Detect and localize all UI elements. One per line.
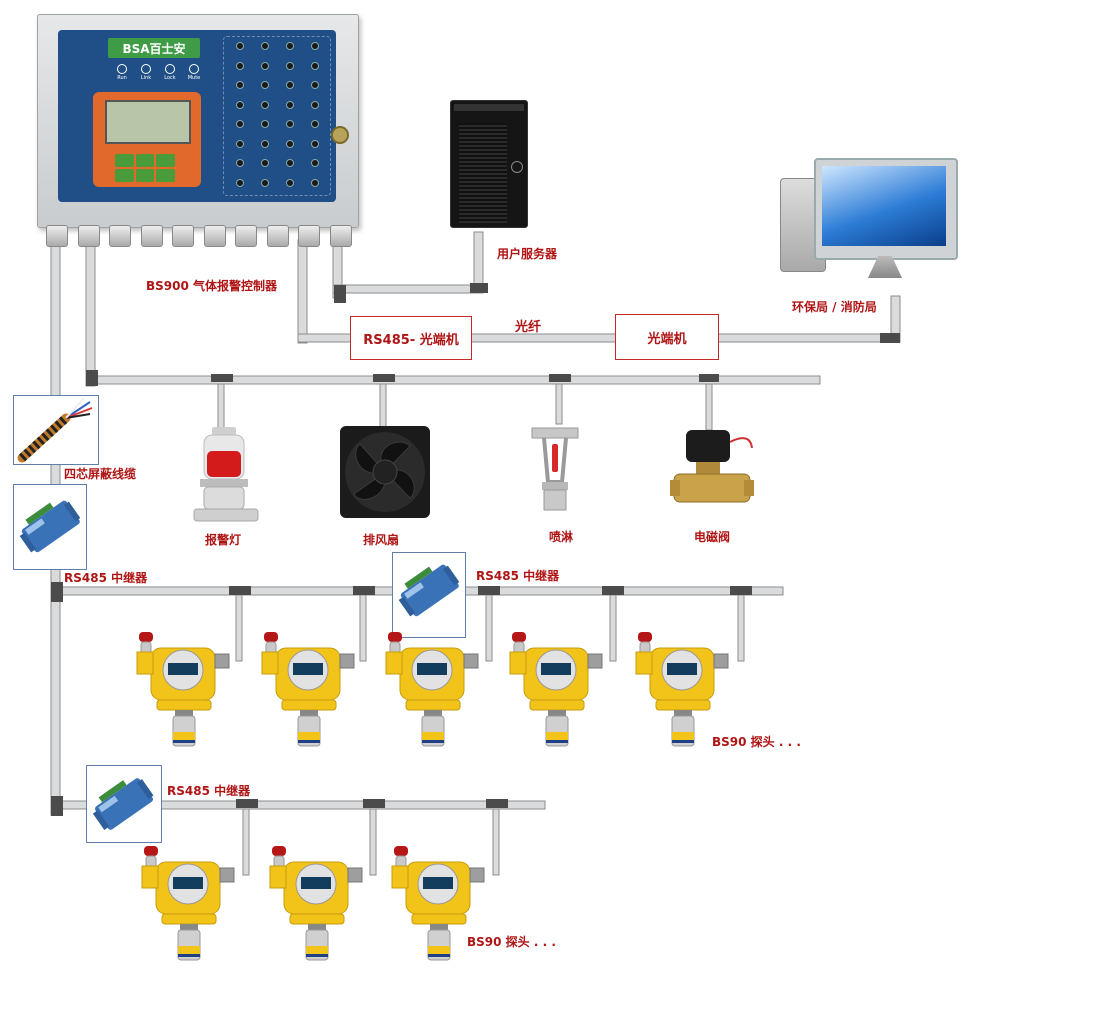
channel-led — [310, 159, 319, 167]
probe-label-2: BS90 探头 . . . — [467, 935, 556, 949]
channel-led — [235, 159, 244, 167]
gas-detector-icon — [268, 842, 368, 962]
channel-led — [235, 61, 244, 70]
solenoid-valve-label: 电磁阀 — [694, 530, 731, 544]
server-label: 用户服务器 — [497, 247, 558, 261]
channel-led — [310, 42, 319, 50]
link-label: Link — [140, 75, 152, 81]
optical-terminal-box: 光端机 — [615, 314, 719, 360]
rs485-optical-terminal-box: RS485- 光端机 — [350, 316, 472, 360]
sprinkler-label: 喷淋 — [549, 530, 574, 544]
channel-led — [260, 81, 269, 89]
channel-led — [260, 178, 269, 187]
cable-label: 四芯屏蔽线缆 — [64, 467, 137, 481]
repeater-label-1: RS485 中继器 — [64, 571, 148, 585]
channel-led — [285, 139, 294, 148]
gas-detector-icon — [634, 628, 734, 748]
run-label: Run — [117, 75, 127, 81]
channel-led-grid — [223, 36, 331, 196]
key-lock-icon — [331, 126, 349, 144]
channel-led — [285, 120, 294, 128]
channel-led — [260, 159, 269, 167]
channel-led — [310, 61, 319, 70]
alarm-light-label: 报警灯 — [205, 533, 242, 547]
controller-display-module — [93, 92, 201, 187]
channel-led — [285, 81, 294, 89]
controller-keypad — [115, 154, 175, 182]
channel-led — [310, 139, 319, 148]
mute-indicator: Mute — [185, 64, 203, 88]
channel-led — [260, 61, 269, 70]
cable-glands — [46, 225, 352, 247]
channel-led — [235, 139, 244, 148]
rs485-repeater-icon — [86, 765, 162, 843]
channel-led — [285, 159, 294, 167]
server-icon — [450, 100, 528, 228]
channel-led — [310, 81, 319, 89]
channel-led — [285, 61, 294, 70]
controller-front-panel: BSA百士安 Run Link Lock Mute — [58, 30, 349, 202]
channel-led — [310, 120, 319, 128]
gas-detector-icon — [135, 628, 235, 748]
channel-led — [235, 100, 244, 109]
channel-led — [260, 139, 269, 148]
channel-led — [260, 42, 269, 50]
channel-led — [235, 120, 244, 128]
controller-caption — [99, 145, 195, 151]
channel-led — [310, 178, 319, 187]
channel-led — [260, 100, 269, 109]
sprinkler-icon — [528, 422, 582, 514]
mute-label: Mute — [187, 75, 201, 81]
fiber-label: 光纤 — [515, 320, 542, 335]
controller-status-buttons: Run Link Lock Mute — [113, 64, 203, 88]
solenoid-valve-icon — [670, 428, 758, 516]
gas-detector-icon — [384, 628, 484, 748]
exhaust-fan-label: 排风扇 — [363, 533, 400, 547]
monitor-icon — [814, 158, 958, 260]
channel-led — [235, 81, 244, 89]
lock-label: Lock — [164, 75, 176, 81]
lock-indicator: Lock — [161, 64, 179, 88]
gas-detector-icon — [508, 628, 608, 748]
link-indicator: Link — [137, 64, 155, 88]
channel-led — [235, 42, 244, 50]
channel-led — [310, 100, 319, 109]
rs485-repeater-icon — [13, 484, 87, 570]
gas-detector-icon — [390, 842, 490, 962]
rs485-repeater-icon — [392, 552, 466, 638]
repeater-label-3: RS485 中继器 — [167, 784, 251, 798]
run-indicator: Run — [113, 64, 131, 88]
repeater-label-2: RS485 中继器 — [476, 569, 560, 583]
alarm-light-icon — [190, 425, 262, 525]
channel-led — [235, 178, 244, 187]
output-trunk-pipe — [85, 239, 96, 387]
controller-label: BS900 气体报警控制器 — [146, 279, 278, 293]
channel-led — [260, 120, 269, 128]
channel-led — [285, 100, 294, 109]
exhaust-fan-icon — [340, 426, 430, 518]
channel-led — [285, 178, 294, 187]
agency-label: 环保局 / 消防局 — [792, 300, 877, 314]
channel-led — [285, 42, 294, 50]
probe-label-1: BS90 探头 . . . — [712, 735, 801, 749]
gas-detector-icon — [260, 628, 360, 748]
gas-alarm-controller: BSA百士安 Run Link Lock Mute — [37, 14, 359, 247]
gas-detector-icon — [140, 842, 240, 962]
bsa-logo: BSA百士安 — [108, 38, 200, 58]
shielded-cable-icon — [13, 395, 99, 465]
lcd-screen — [105, 100, 191, 144]
monitor-stand — [868, 256, 902, 278]
rs485-trunk-pipe — [297, 239, 308, 344]
